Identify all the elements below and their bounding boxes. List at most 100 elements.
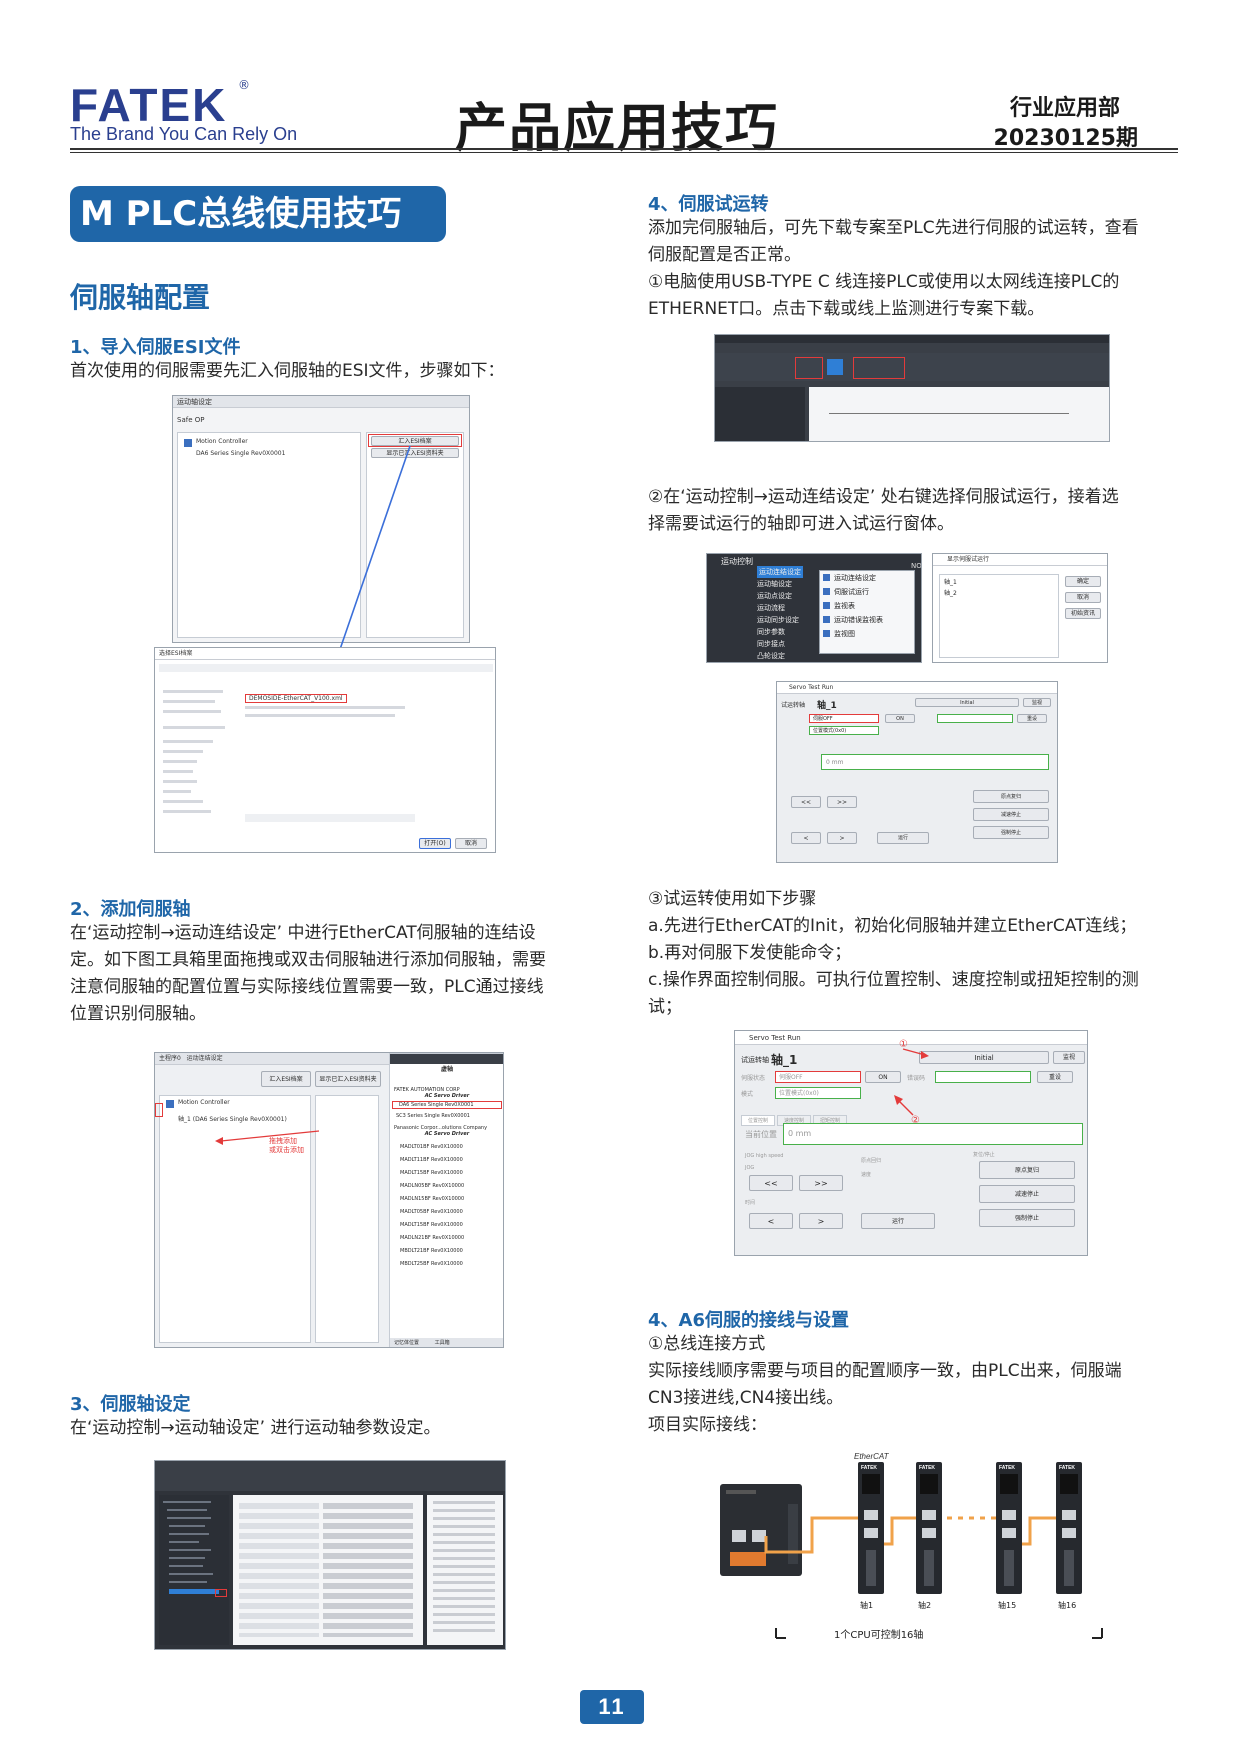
- motion-menu-item[interactable]: 同步参数: [757, 628, 785, 636]
- str-small-run[interactable]: 运行: [877, 832, 929, 844]
- servo-drive: FATEK: [1056, 1462, 1082, 1594]
- add-import-esi-button[interactable]: 汇入ESI档案: [261, 1071, 311, 1087]
- file-dialog-screenshot: 选择ESI档案 DEMOSIDE-EtherCAT_V100.xml 打开(O)…: [154, 647, 496, 853]
- drive-brand: FATEK: [999, 1465, 1016, 1471]
- select-info-button[interactable]: 初始资讯: [1065, 608, 1101, 619]
- str-left-button[interactable]: <: [749, 1213, 793, 1229]
- esi-axis: DA6 Series Single Rev0X0001: [196, 450, 286, 457]
- step3-heading: 3、伺服轴设定: [70, 1394, 191, 1415]
- str-small-title: Servo Test Run: [789, 684, 834, 691]
- toolbox-item[interactable]: MADLT15BF Rev0X10000: [400, 1222, 463, 1228]
- esi-file-entry[interactable]: DEMOSIDE-EtherCAT_V100.xml: [245, 694, 347, 703]
- highlight-box: [368, 434, 462, 447]
- str-small-jog-left[interactable]: <<: [791, 796, 821, 808]
- step1-heading: 1、导入伺服ESI文件: [70, 337, 241, 358]
- str-tab[interactable]: 位置控制: [741, 1115, 776, 1126]
- str-small-on-button[interactable]: ON: [885, 714, 915, 723]
- toolbox-virtual-axis[interactable]: 虚轴: [440, 1066, 453, 1073]
- axis-option-1[interactable]: 轴_1: [944, 579, 957, 586]
- servo-drive: FATEK: [858, 1462, 884, 1594]
- motion-menu-item[interactable]: 运动流程: [757, 604, 785, 612]
- context-menu-item[interactable]: 运动连结设定: [834, 574, 876, 582]
- str-state-label: 伺服状态: [741, 1075, 766, 1082]
- motion-menu-item[interactable]: 运动连结设定: [757, 566, 803, 578]
- context-menu-item[interactable]: 监视图: [834, 630, 855, 638]
- str-small-monitor-button[interactable]: 监视: [1023, 698, 1051, 707]
- select-cancel-button[interactable]: 取消: [1065, 592, 1101, 603]
- str-reset-button[interactable]: 重设: [1037, 1071, 1073, 1083]
- axis-settings-screenshot: [154, 1460, 506, 1650]
- menu-root[interactable]: 运动控制: [721, 557, 753, 566]
- axis-option-2[interactable]: 轴_2: [944, 590, 957, 597]
- esi-settings-screenshot: 运动轴设定 Safe OP Motion Controller DA6 Seri…: [172, 395, 470, 643]
- str-jog-right-button[interactable]: >>: [799, 1175, 843, 1191]
- context-menu-item[interactable]: 运动错误监视表: [834, 616, 883, 624]
- toolbox-item[interactable]: MBDLT21BF Rev0X10000: [400, 1248, 463, 1254]
- str-small-slow[interactable]: 减速停止: [973, 808, 1049, 821]
- online-monitor-icon[interactable]: [827, 359, 843, 375]
- motion-menu-item[interactable]: 凸轮设定: [757, 652, 785, 660]
- menu-item-icon: [823, 630, 830, 637]
- toolbox-tab-memory[interactable]: 记忆体位置: [394, 1340, 420, 1346]
- add-axis-screenshot: 主程序0 运动连结设定 汇入ESI档案 显示已汇入ESI资料夹 Motion C…: [154, 1052, 504, 1348]
- motion-menu-item[interactable]: 运动同步设定: [757, 616, 799, 624]
- str-jog-left-button[interactable]: <<: [749, 1175, 793, 1191]
- toolbox-item[interactable]: MADLT15BF Rev0X10000: [400, 1170, 463, 1176]
- motion-menu-item[interactable]: 运动点设定: [757, 592, 792, 600]
- str-slow-stop-button[interactable]: 减速停止: [979, 1185, 1075, 1203]
- step4-step3-b: b.再对伺服下发使能命令；: [648, 943, 852, 963]
- str-monitor-button[interactable]: 监视: [1053, 1051, 1085, 1064]
- toolbox-sc3[interactable]: SC3 Series Single Rev0X0001: [396, 1113, 470, 1119]
- toolbox-tab-tools[interactable]: 工具箱: [434, 1340, 450, 1346]
- toolbox-item[interactable]: MBDLT25BF Rev0X10000: [400, 1261, 463, 1267]
- str-home-button[interactable]: 原点复归: [979, 1161, 1075, 1179]
- toolbox-item[interactable]: MADLN21BF Rev0X10000: [400, 1235, 465, 1241]
- cancel-button[interactable]: 取消: [455, 838, 487, 849]
- motion-menu-item[interactable]: 同步接点: [757, 640, 785, 648]
- node-label: NO: [911, 562, 922, 570]
- str-force-stop-button[interactable]: 强制停止: [979, 1209, 1075, 1227]
- add-show-folder-button[interactable]: 显示已汇入ESI资料夹: [315, 1071, 381, 1087]
- select-ok-button[interactable]: 确定: [1065, 576, 1101, 587]
- open-button[interactable]: 打开(O): [419, 838, 451, 849]
- step4-step2-1: ②在‘运动控制→运动连结设定’ 处右键选择伺服试运行，接着选: [648, 487, 1119, 507]
- context-menu-item[interactable]: 伺服试运行: [834, 588, 869, 596]
- ladder-editor: [809, 387, 1109, 441]
- download-button[interactable]: [795, 357, 823, 379]
- str-right-button[interactable]: >: [799, 1213, 843, 1229]
- toolbox-item[interactable]: MADLT05BF Rev0X10000: [400, 1209, 463, 1215]
- toolbox-item[interactable]: MADLT01BF Rev0X10000: [400, 1144, 463, 1150]
- toolbox-panel: 虚轴 FATEK AUTOMATION CORP AC Servo Driver…: [389, 1053, 503, 1347]
- toolbox-da6[interactable]: DA6 Series Single Rev0X0001: [392, 1101, 502, 1109]
- esi-tree-pane: Motion Controller DA6 Series Single Rev0…: [177, 432, 361, 638]
- str-on-button[interactable]: ON: [865, 1071, 901, 1083]
- add-tab-link[interactable]: 运动连结设定: [186, 1055, 223, 1062]
- download-toolbar-screenshot: [714, 334, 1110, 442]
- str-small-home[interactable]: 原点复归: [973, 790, 1049, 803]
- str-small-jog-right[interactable]: >>: [827, 796, 857, 808]
- str-small-right[interactable]: >: [827, 832, 857, 844]
- str-small-mode: 位置模式(0x0): [809, 726, 879, 735]
- toolbox-item[interactable]: MADLN05BF Rev0X10000: [400, 1183, 465, 1189]
- str-small-left[interactable]: <: [791, 832, 821, 844]
- context-menu-item[interactable]: 监视表: [834, 602, 855, 610]
- add-axis-item[interactable]: 轴_1 (DA6 Series Single Rev0X0001): [178, 1116, 287, 1123]
- toolbox-item[interactable]: MADLT11BF Rev0X10000: [400, 1157, 463, 1163]
- import-esi-button[interactable]: 汇入ESI档案: [371, 436, 459, 446]
- str-small-reset-button[interactable]: 重设: [1017, 714, 1047, 723]
- str-small-force[interactable]: 强制停止: [973, 826, 1049, 839]
- project-tree: [159, 1495, 229, 1645]
- esi-side-pane: 汇入ESI档案 显示已汇入ESI资料夹: [366, 432, 464, 638]
- show-esi-folder-button[interactable]: 显示已汇入ESI资料夹: [371, 448, 459, 458]
- esi-controller: Motion Controller: [196, 438, 248, 445]
- fatek-logo: FATEK: [70, 79, 228, 131]
- monitor-buttons[interactable]: [853, 357, 905, 379]
- add-controller: Motion Controller: [178, 1099, 230, 1106]
- str-jog-checkbox[interactable]: JOG high speed: [745, 1153, 784, 1159]
- toolbox-item[interactable]: MADLN15BF Rev0X10000: [400, 1196, 465, 1202]
- add-tab-main[interactable]: 主程序0: [159, 1055, 181, 1062]
- motion-menu-item[interactable]: 运动轴设定: [757, 580, 792, 588]
- str-init-button[interactable]: Initial: [919, 1051, 1049, 1064]
- str-small-init-button[interactable]: Initial: [915, 698, 1019, 707]
- str-run-button[interactable]: 运行: [861, 1213, 935, 1229]
